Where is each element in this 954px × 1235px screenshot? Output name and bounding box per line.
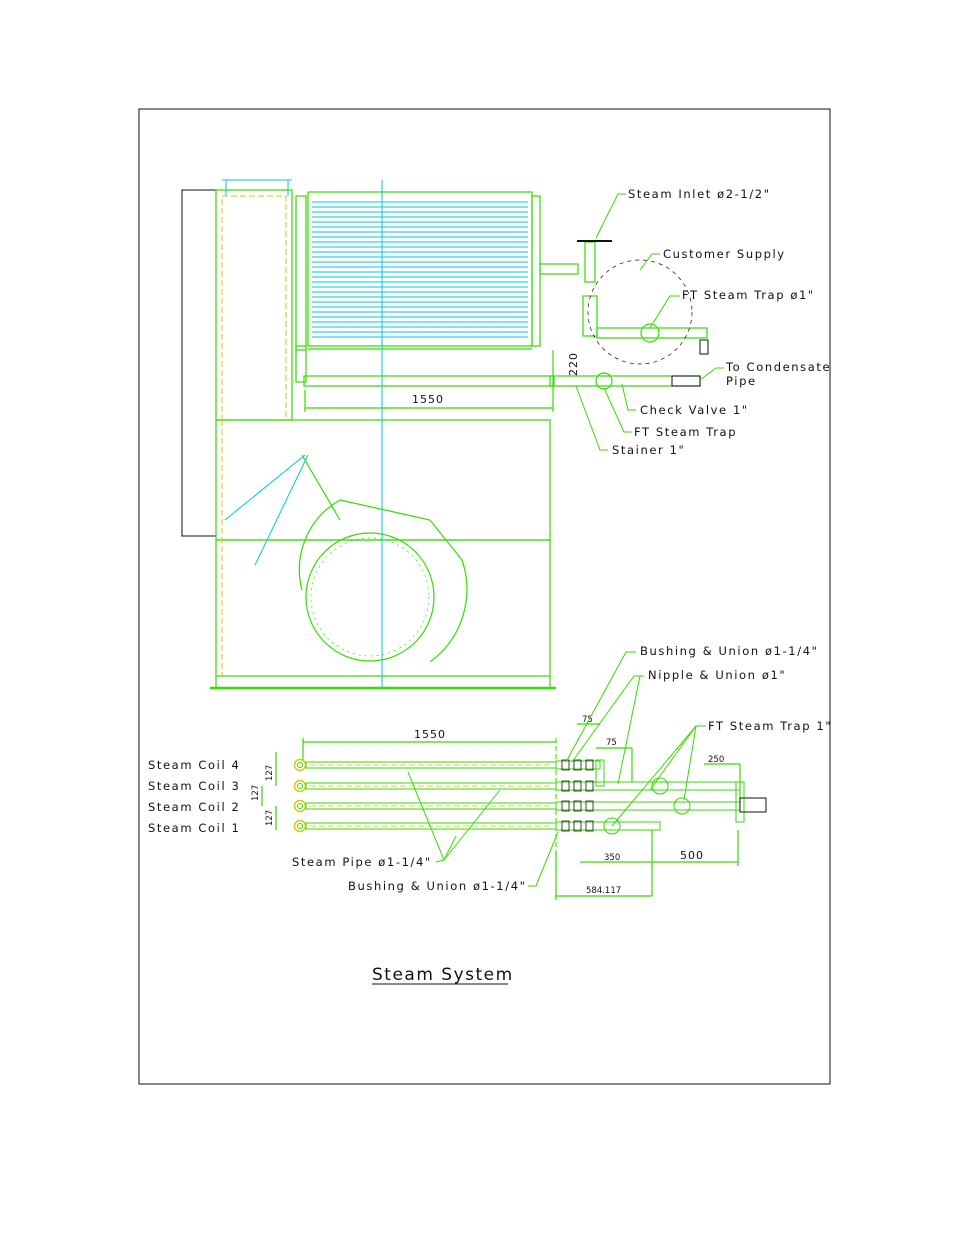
pipe-riser — [595, 759, 605, 787]
label-to-condensate-pipe: Pipe — [726, 374, 757, 388]
trap-assembly-run — [555, 821, 661, 831]
coil-header-right — [531, 195, 541, 347]
customer-supply-boundary — [587, 259, 693, 365]
union-fitting — [573, 759, 582, 771]
drawing-frame — [138, 108, 831, 1085]
dim-500: 500 — [680, 849, 704, 862]
top-view: 1550 220 Steam Inlet ø2-1/2" Customer Su… — [181, 179, 831, 690]
label-bushing-union-top: Bushing & Union ø1-1/4" — [640, 644, 819, 658]
ft-steam-trap — [603, 817, 621, 835]
condensate-piping — [295, 345, 701, 390]
ft-steam-trap — [673, 797, 691, 815]
dim-75-b: 75 — [606, 738, 617, 748]
union-fitting — [561, 759, 570, 771]
label-steam-inlet: Steam Inlet ø2-1/2" — [628, 187, 771, 201]
label-steam-coil-1: Steam Coil 1 — [148, 821, 240, 835]
fan-scroll — [298, 499, 468, 663]
label-steam-coil-2: Steam Coil 2 — [148, 800, 240, 814]
dim-127-b: 127 — [251, 785, 261, 801]
dim-127-a: 127 — [265, 765, 275, 781]
label-ft-steam-trap-bottom: FT Steam Trap 1" — [708, 719, 832, 733]
dim-250: 250 — [708, 755, 724, 765]
fan-inlet-ring — [305, 532, 435, 662]
coil-connection-port — [293, 819, 307, 833]
label-customer-supply: Customer Supply — [663, 247, 786, 261]
control-cabinet — [181, 189, 217, 537]
coil-connection-port — [293, 758, 307, 772]
union-fitting — [561, 820, 570, 832]
steam-inlet-piping — [539, 240, 709, 365]
dim-220: 220 — [567, 352, 580, 376]
coil-connection-port — [293, 779, 307, 793]
union-fitting — [573, 820, 582, 832]
label-stainer: Stainer 1" — [612, 443, 685, 457]
filter-section — [215, 189, 293, 421]
coil-fins — [312, 201, 528, 338]
trap-assembly-run — [555, 801, 741, 811]
coil-header-left — [295, 195, 307, 351]
dim-1550-bottom: 1550 — [414, 728, 446, 741]
union-fitting — [585, 820, 594, 832]
dim-127-c: 127 — [265, 810, 275, 826]
fan-housing-lower — [215, 539, 551, 677]
label-to-condensate: To Condensate — [725, 360, 831, 374]
union-fitting — [573, 800, 582, 812]
dim-1550-top: 1550 — [412, 393, 444, 406]
union-fitting — [585, 800, 594, 812]
coil-connection-inner — [297, 803, 303, 809]
label-bushing-union-bottom: Bushing & Union ø1-1/4" — [348, 879, 527, 893]
trap-assembly-run — [555, 760, 601, 770]
steam-pipes — [293, 758, 745, 835]
union-fitting — [561, 800, 570, 812]
label-ft-steam-trap-mid: FT Steam Trap — [634, 425, 737, 439]
drawing-title: Steam System — [372, 965, 514, 985]
dim-584: 584.117 — [586, 886, 621, 896]
bottom-view: Steam Coil 4 Steam Coil 3 Steam Coil 2 S… — [148, 644, 832, 900]
label-steam-pipe: Steam Pipe ø1-1/4" — [292, 855, 432, 869]
label-check-valve: Check Valve 1" — [640, 403, 749, 417]
union-fitting — [561, 780, 570, 792]
label-ft-steam-trap-top: FT Steam Trap ø1" — [682, 288, 815, 302]
label-nipple-union: Nipple & Union ø1" — [648, 668, 786, 682]
label-steam-coil-4: Steam Coil 4 — [148, 758, 240, 772]
label-steam-coil-3: Steam Coil 3 — [148, 779, 240, 793]
coil-connection-inner — [297, 762, 303, 768]
ft-steam-trap — [651, 777, 669, 795]
coil-connection-inner — [297, 783, 303, 789]
union-fitting — [585, 780, 594, 792]
coil-connection-port — [293, 799, 307, 813]
union-fitting — [573, 780, 582, 792]
fan-housing-upper — [215, 419, 551, 541]
dim-350: 350 — [604, 853, 620, 863]
dim-75-a: 75 — [582, 715, 593, 725]
steam-coil — [307, 191, 533, 347]
union-fitting — [585, 759, 594, 771]
coil-connection-inner — [297, 823, 303, 829]
